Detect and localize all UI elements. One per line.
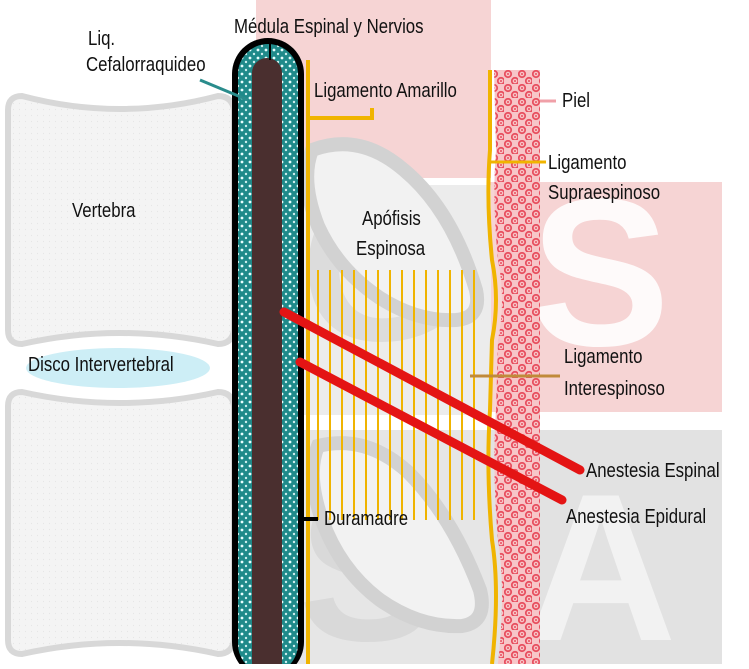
label-apofisis-line2: Espinosa bbox=[356, 238, 425, 260]
label-interespinoso-line1: Ligamento bbox=[564, 346, 642, 368]
label-ligamento-amarillo: Ligamento Amarillo bbox=[314, 80, 457, 102]
label-anestesia-espinal: Anestesia Espinal bbox=[586, 460, 720, 482]
label-disco-intervertebral: Disco Intervertebral bbox=[28, 354, 174, 376]
label-apofisis-line1: Apófisis bbox=[362, 208, 421, 230]
label-liquido-line1: Liq. bbox=[88, 28, 115, 50]
label-duramadre: Duramadre bbox=[324, 508, 408, 530]
label-vertebra: Vertebra bbox=[72, 200, 136, 222]
vertebra-lower bbox=[8, 392, 234, 654]
label-liquido-line2: Cefalorraquideo bbox=[86, 54, 206, 76]
label-piel: Piel bbox=[562, 90, 590, 112]
watermark-letter-a: A bbox=[525, 450, 677, 664]
label-supraespinoso-line1: Ligamento bbox=[548, 152, 626, 174]
label-medula-espinal: Médula Espinal y Nervios bbox=[234, 16, 424, 38]
label-supraespinoso-line2: Supraespinoso bbox=[548, 182, 660, 204]
label-interespinoso-line2: Interespinoso bbox=[564, 378, 665, 400]
label-anestesia-epidural: Anestesia Epidural bbox=[566, 506, 706, 528]
spinal-cord bbox=[252, 58, 282, 664]
